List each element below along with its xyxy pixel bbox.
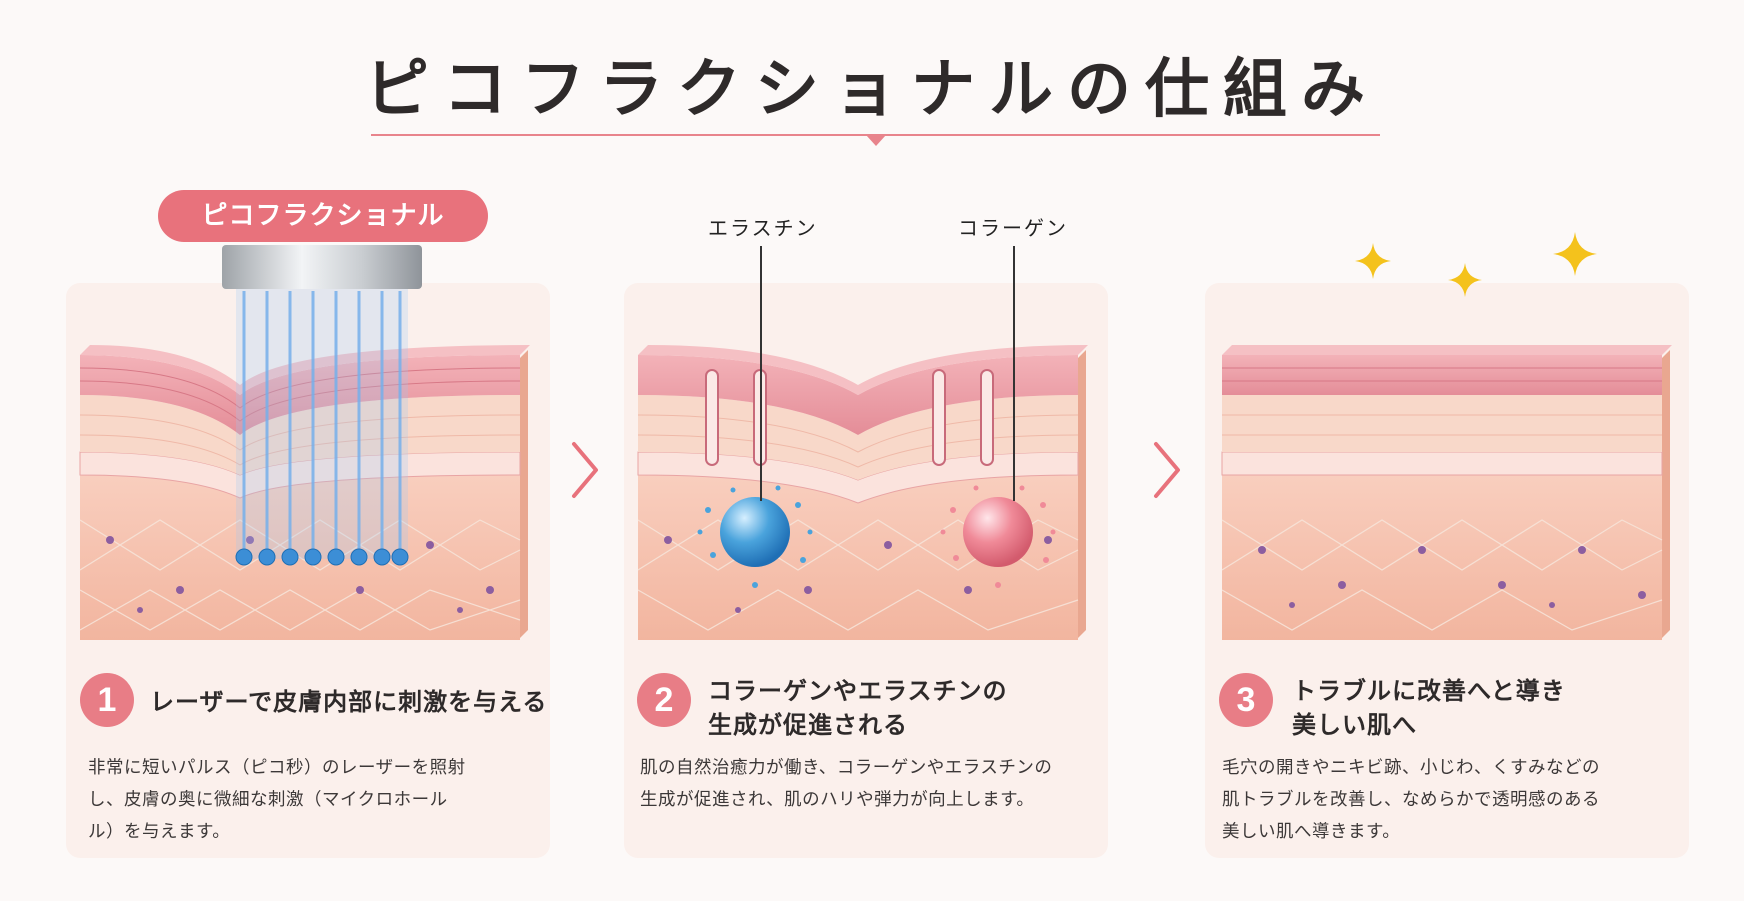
step-3-description: 毛穴の開きやニキビ跡、小じわ、くすみなどの 肌トラブルを改善し、なめらかで透明感… xyxy=(1222,752,1600,848)
collagen-callout-label: コラーゲン xyxy=(958,216,1068,240)
step-number-1: 1 xyxy=(80,673,134,727)
step-3-heading-line: 美しい肌へ xyxy=(1292,711,1417,739)
sparkle-icon xyxy=(1553,232,1597,276)
step-2-description: 肌の自然治癒力が働き、コラーゲンやエラスチンの 生成が促進され、肌のハリや弾力が… xyxy=(640,752,1052,816)
title-underline-notch xyxy=(866,135,886,146)
step-2-desc-line: 生成が促進され、肌のハリや弾力が向上します。 xyxy=(640,790,1035,810)
device-label-pill: ピコフラクショナル xyxy=(158,190,488,242)
step-2-heading-line: コラーゲンやエラスチンの xyxy=(708,677,1008,705)
elastin-callout-label: エラスチン xyxy=(708,216,818,240)
step-3-desc-line: 毛穴の開きやニキビ跡、小じわ、くすみなどの xyxy=(1222,758,1600,778)
step-3-heading-line: トラブルに改善へと導き xyxy=(1292,677,1566,705)
step-1-desc-line: 非常に短いパルス（ピコ秒）のレーザーを照射 xyxy=(88,758,466,778)
step-2-heading-line: 生成が促進される xyxy=(708,711,908,739)
chevron-right-icon xyxy=(572,442,598,498)
skin-illustration-2 xyxy=(637,345,1088,640)
step-3-desc-line: 肌トラブルを改善し、なめらかで透明感のある xyxy=(1222,790,1600,810)
step-number-3: 3 xyxy=(1219,673,1273,727)
skin-illustration-3 xyxy=(1221,345,1672,640)
chevron-right-icon xyxy=(1154,442,1180,498)
step-1-desc-line: し、皮膚の奥に微細な刺激（マイクロホール xyxy=(88,790,448,810)
step-1-description: 非常に短いパルス（ピコ秒）のレーザーを照射 し、皮膚の奥に微細な刺激（マイクロホ… xyxy=(88,752,466,848)
laser-device xyxy=(222,245,422,566)
step-2-heading: コラーゲンやエラスチンの 生成が促進される xyxy=(708,674,1008,742)
step-3-desc-line: 美しい肌へ導きます。 xyxy=(1222,822,1401,842)
sparkle-icon xyxy=(1448,263,1482,297)
step-3-heading: トラブルに改善へと導き 美しい肌へ xyxy=(1292,674,1566,742)
collagen-callout-line xyxy=(1013,246,1015,501)
step-number-2: 2 xyxy=(637,673,691,727)
step-2-desc-line: 肌の自然治癒力が働き、コラーゲンやエラスチンの xyxy=(640,758,1053,778)
elastin-callout-line xyxy=(760,246,762,501)
step-1-desc-line: ル）を与えます。 xyxy=(88,822,231,842)
skin-illustration-1 xyxy=(79,345,530,640)
sparkle-icon xyxy=(1355,243,1391,279)
step-1-heading: レーザーで皮膚内部に刺激を与える xyxy=(150,688,548,716)
page-title: ピコフラクショナルの仕組み xyxy=(365,53,1379,127)
